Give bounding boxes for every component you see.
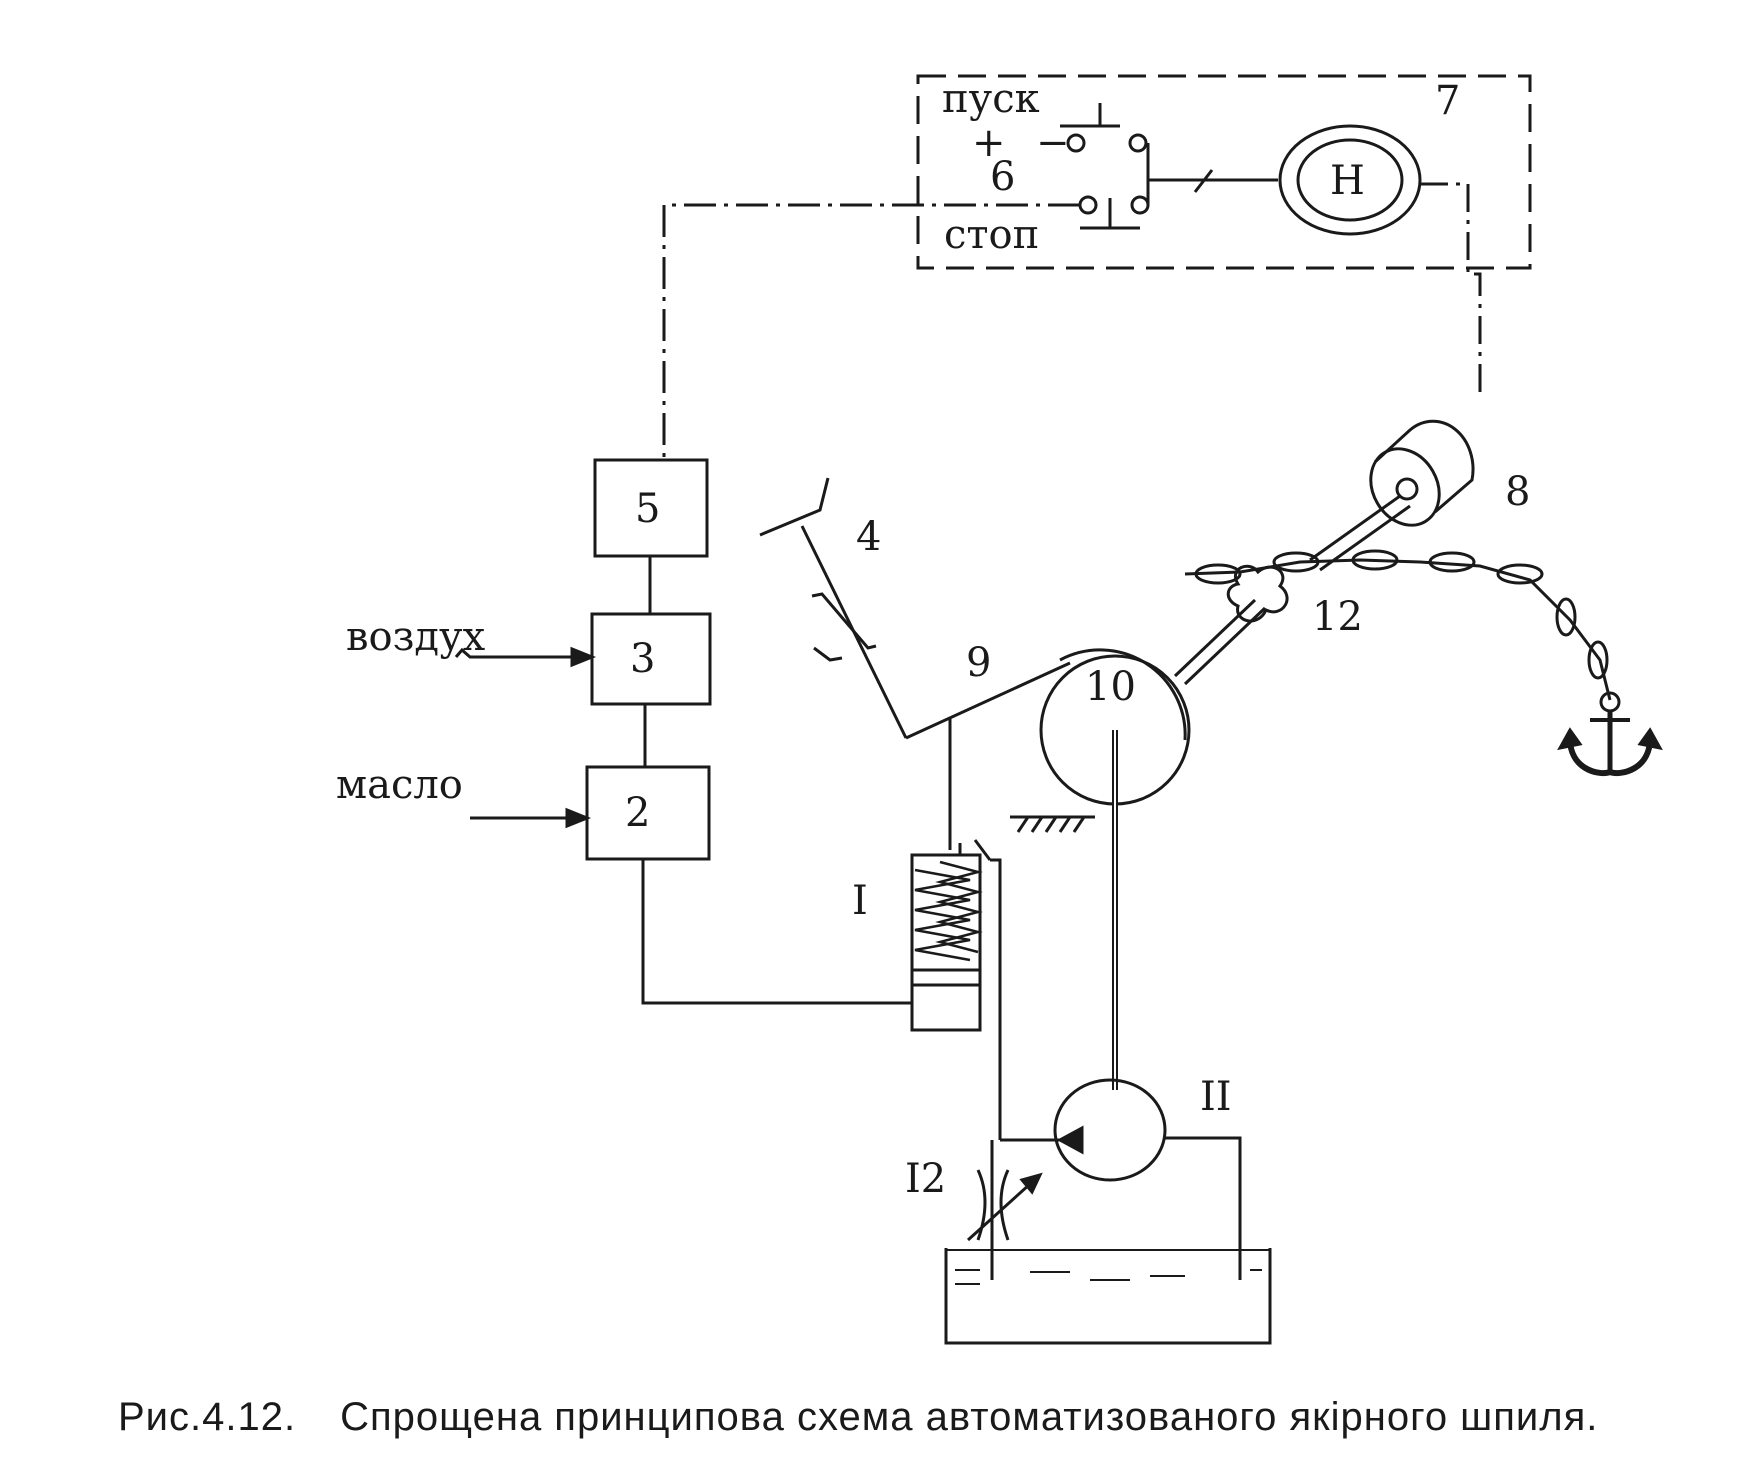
brake-lever bbox=[759, 477, 1071, 850]
air-input-arrow bbox=[454, 646, 597, 668]
anchor-icon bbox=[1557, 691, 1663, 776]
sensor-8 bbox=[1309, 419, 1475, 572]
line-cylinder-to-pump bbox=[990, 858, 1002, 1140]
throttle-valve-12 bbox=[966, 1140, 1043, 1280]
number-3: 3 bbox=[630, 636, 655, 682]
caption-number: Рис.4.12. bbox=[118, 1395, 297, 1439]
start-button bbox=[1060, 103, 1148, 153]
stop-label: стоп bbox=[944, 212, 1039, 258]
motor-h bbox=[1278, 124, 1422, 236]
caption-text: Спрощена принципова схема автоматизовано… bbox=[340, 1395, 1599, 1439]
line-panel-to-block5 bbox=[662, 203, 1080, 460]
figure-caption: Рис.4.12. Спрощена принципова схема автом… bbox=[118, 1395, 1738, 1440]
pump-ii bbox=[1053, 1078, 1167, 1182]
motor-label: Н bbox=[1330, 158, 1365, 204]
block-2 bbox=[585, 765, 711, 861]
number-2: 2 bbox=[625, 790, 650, 836]
number-11: II bbox=[1200, 1074, 1232, 1120]
minus-label: − bbox=[1036, 120, 1070, 166]
number-12-throttle: I2 bbox=[905, 1156, 946, 1202]
gypsy-wheel-10 bbox=[1039, 648, 1191, 1090]
number-10: 10 bbox=[1085, 664, 1136, 710]
line-block2-to-cylinder bbox=[641, 859, 912, 1005]
oil-tank bbox=[944, 1248, 1272, 1345]
drum-support bbox=[1010, 815, 1095, 833]
number-9: 9 bbox=[966, 640, 991, 686]
number-8: 8 bbox=[1505, 469, 1530, 515]
number-5: 5 bbox=[635, 486, 660, 532]
number-7: 7 bbox=[1435, 78, 1460, 124]
oil-label: масло bbox=[336, 762, 463, 808]
oil-input-arrow bbox=[470, 807, 592, 829]
number-12-stopper: 12 bbox=[1312, 594, 1363, 640]
number-6: 6 bbox=[990, 154, 1015, 200]
air-label: воздух bbox=[346, 614, 486, 660]
line-pump-outlet bbox=[1164, 1136, 1242, 1280]
stop-button bbox=[1078, 195, 1150, 230]
line-motor-to-sensor bbox=[1420, 182, 1482, 400]
start-label: пуск bbox=[942, 76, 1040, 122]
wire-break-mark bbox=[1193, 169, 1214, 193]
chain-stopper-12 bbox=[1173, 564, 1289, 686]
plus-label: + bbox=[972, 120, 1006, 166]
number-4: 4 bbox=[856, 514, 881, 560]
anchor-chain bbox=[1184, 549, 1612, 701]
number-1: I bbox=[852, 878, 868, 924]
control-panel-box bbox=[916, 74, 1532, 270]
cylinder-i bbox=[910, 839, 992, 1032]
